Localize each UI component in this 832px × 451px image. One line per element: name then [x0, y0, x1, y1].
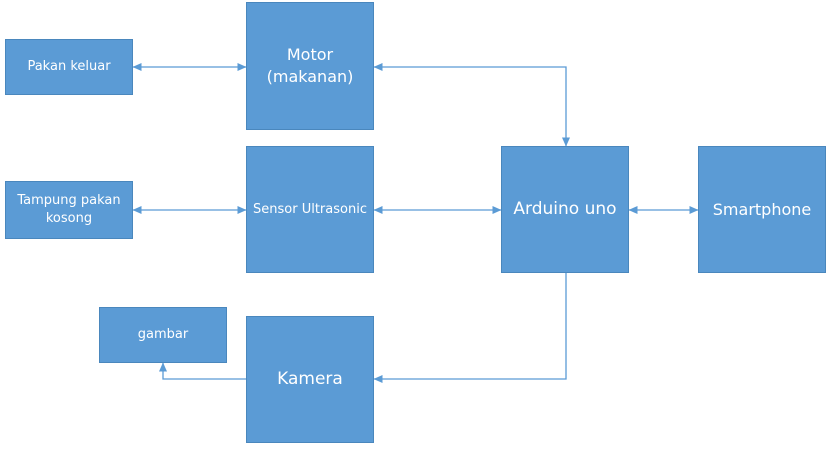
pakan-keluar-box: Pakan keluar: [5, 39, 133, 95]
connector-kamera-gambar: [159, 362, 246, 380]
connector-arduino-kamera: [373, 273, 567, 383]
connector-motor-arduino: [373, 63, 570, 147]
tampung-pakan-box: Tampung pakan kosong: [5, 181, 133, 239]
gambar-box: gambar: [99, 307, 227, 363]
motor-box: Motor (makanan): [246, 2, 374, 130]
kamera-box: Kamera: [246, 316, 374, 443]
smartphone-box: Smartphone: [698, 146, 826, 273]
sensor-ultrasonic-box: Sensor Ultrasonic: [246, 146, 374, 273]
arduino-uno-box: Arduino uno: [501, 146, 629, 273]
